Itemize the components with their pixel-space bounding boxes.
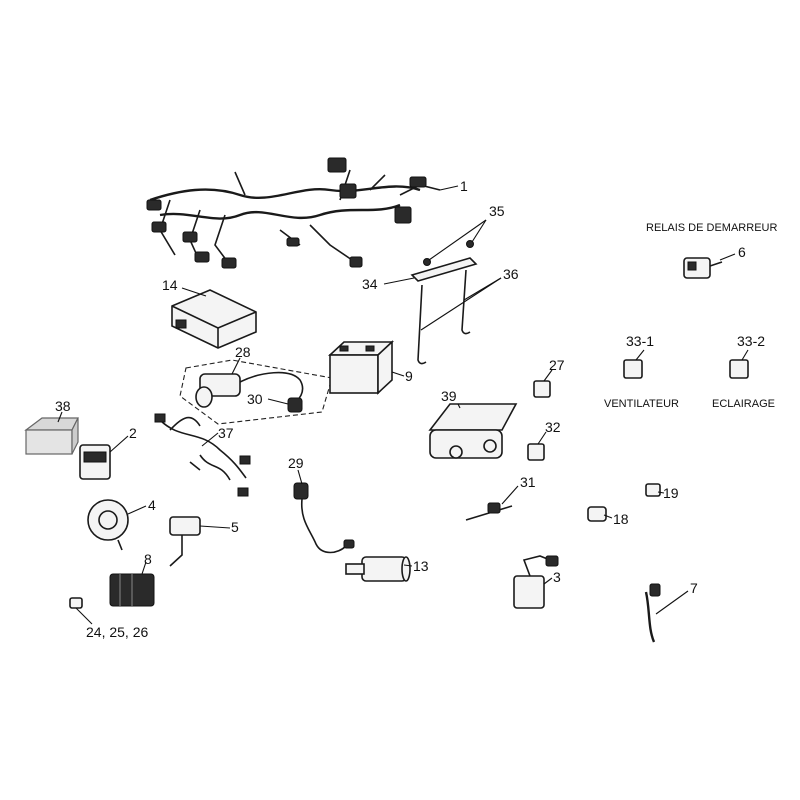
callout-6: 6 [738,244,746,260]
rectifier [109,573,155,607]
main-wiring-harness [146,157,441,269]
horn [87,499,129,551]
starter-relay [683,257,723,279]
callout-32: 32 [545,419,561,435]
sub-harness [154,413,251,497]
callout-35: 35 [489,203,505,219]
relay-32 [527,443,545,461]
regulator [79,444,111,480]
callout-33-2: 33-2 [737,333,765,349]
callout-18: 18 [613,511,629,527]
flasher-relay [169,516,201,567]
callout-38: 38 [55,398,71,414]
sensor-31 [465,502,513,521]
callout-14: 14 [162,277,178,293]
callout-9: 9 [405,368,413,384]
connector-18 [587,506,607,522]
callout-27: 27 [549,357,565,373]
callout-1: 1 [460,178,468,194]
module-3 [513,555,559,609]
callout-19: 19 [663,485,679,501]
small-switch [69,597,83,609]
callout-3: 3 [553,569,561,585]
callout-24-25-26: 24, 25, 26 [86,624,148,640]
caption-starter-relay: RELAIS DE DEMARREUR [646,222,777,234]
callout-7: 7 [690,580,698,596]
switch-assembly [428,403,518,459]
callout-28: 28 [235,344,251,360]
connector-19 [645,483,661,497]
callout-37: 37 [218,425,234,441]
callout-4: 4 [148,497,156,513]
callout-31: 31 [520,474,536,490]
starter-solenoid [345,556,411,582]
callout-33-1: 33-1 [626,333,654,349]
relay-27 [533,380,551,398]
relay-box [24,417,79,455]
caption-fan: VENTILATEUR [604,398,679,410]
callout-29: 29 [288,455,304,471]
battery [327,340,395,395]
callout-30: 30 [247,391,263,407]
callout-5: 5 [231,519,239,535]
battery-strap [410,240,478,365]
callout-36: 36 [503,266,519,282]
spark-plug-lead [293,482,355,554]
lead-7 [644,583,661,643]
callout-8: 8 [144,551,152,567]
control-unit [171,289,257,349]
callout-34: 34 [362,276,378,292]
callout-2: 2 [129,425,137,441]
lighting-relay [729,359,749,379]
callout-39: 39 [441,388,457,404]
caption-lighting: ECLAIRAGE [712,398,775,410]
callout-13: 13 [413,558,429,574]
fan-relay [623,359,643,379]
ignition-coil [195,371,304,413]
